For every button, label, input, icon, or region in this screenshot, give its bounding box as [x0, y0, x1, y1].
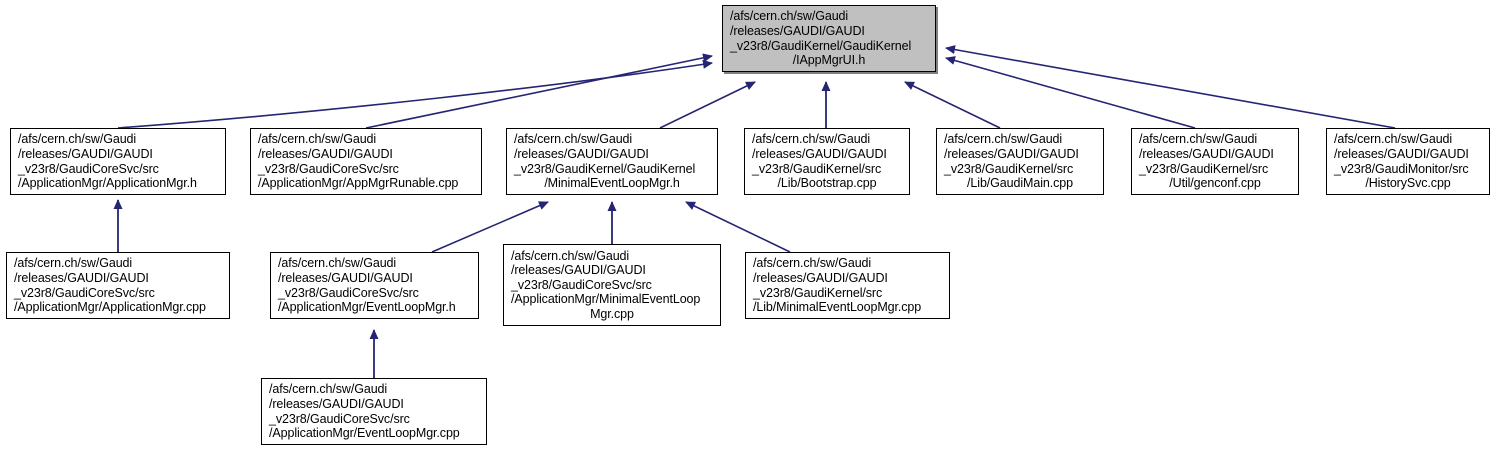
node-text-line: _v23r8/GaudiKernel/GaudiKernel: [514, 161, 696, 176]
node-text-line: /releases/GAUDI/GAUDI: [1139, 146, 1274, 161]
node-minimaleventloopmgr-cpp-kernel[interactable]: /afs/cern.ch/sw/Gaudi /releases/GAUDI/GA…: [745, 252, 950, 319]
node-text-line: /ApplicationMgr/ApplicationMgr.cpp: [14, 300, 206, 315]
node-text-line: /Lib/Bootstrap.cpp: [777, 176, 877, 191]
node-applicationmgr-h[interactable]: /afs/cern.ch/sw/Gaudi /releases/GAUDI/GA…: [10, 128, 226, 195]
node-text-line: /releases/GAUDI/GAUDI: [944, 146, 1079, 161]
node-text-line: _v23r8/GaudiKernel/src: [753, 285, 883, 300]
node-text-line: _v23r8/GaudiCoreSvc/src: [269, 411, 410, 426]
node-text-line: /afs/cern.ch/sw/Gaudi: [278, 256, 397, 271]
node-text-line: /afs/cern.ch/sw/Gaudi: [1139, 132, 1258, 147]
edge-gaudimain-cpp-to-iappmgrui-h: [904, 81, 1001, 129]
node-text-line: /afs/cern.ch/sw/Gaudi: [753, 256, 872, 271]
node-text-line: _v23r8/GaudiKernel/GaudiKernel: [730, 38, 912, 53]
node-text-line: /releases/GAUDI/GAUDI: [1334, 146, 1469, 161]
node-text-line: /Lib/MinimalEventLoopMgr.cpp: [753, 300, 922, 315]
node-text-line: /ApplicationMgr/EventLoopMgr.h: [278, 300, 456, 315]
edge-minimaleventloopmgr-h-to-iappmgrui-h: [659, 81, 756, 129]
node-text-line: /afs/cern.ch/sw/Gaudi: [730, 9, 849, 24]
node-text-line: /Lib/GaudiMain.cpp: [967, 176, 1073, 191]
node-text-line: /releases/GAUDI/GAUDI: [753, 270, 888, 285]
node-applicationmgr-cpp[interactable]: /afs/cern.ch/sw/Gaudi /releases/GAUDI/GA…: [6, 252, 230, 319]
edge-genconf-cpp-to-iappmgrui-h: [945, 56, 1196, 129]
node-text-line: /ApplicationMgr/MinimalEventLoop: [511, 292, 701, 307]
node-text-line: _v23r8/GaudiCoreSvc/src: [18, 161, 159, 176]
node-text-line: /MinimalEventLoopMgr.h: [544, 176, 680, 191]
node-text-line: /afs/cern.ch/sw/Gaudi: [18, 132, 137, 147]
node-text-line: /releases/GAUDI/GAUDI: [278, 270, 413, 285]
node-text-line: /afs/cern.ch/sw/Gaudi: [752, 132, 871, 147]
node-text-line: _v23r8/GaudiCoreSvc/src: [14, 285, 155, 300]
node-appmgrrunable-cpp[interactable]: /afs/cern.ch/sw/Gaudi /releases/GAUDI/GA…: [250, 128, 482, 195]
node-text-line: /ApplicationMgr/EventLoopMgr.cpp: [269, 426, 460, 441]
node-text-line: /Util/genconf.cpp: [1169, 176, 1261, 191]
node-text-line: /releases/GAUDI/GAUDI: [730, 23, 865, 38]
node-text-line: /afs/cern.ch/sw/Gaudi: [511, 248, 630, 263]
node-bootstrap-cpp[interactable]: /afs/cern.ch/sw/Gaudi /releases/GAUDI/GA…: [744, 128, 910, 195]
node-historysvc-cpp[interactable]: /afs/cern.ch/sw/Gaudi /releases/GAUDI/GA…: [1326, 128, 1490, 195]
node-text-line: /IAppMgrUI.h: [792, 53, 866, 68]
node-text-line: /afs/cern.ch/sw/Gaudi: [944, 132, 1063, 147]
node-text-line: _v23r8/GaudiCoreSvc/src: [278, 285, 419, 300]
node-text-line: /releases/GAUDI/GAUDI: [18, 146, 153, 161]
node-text-line: /releases/GAUDI/GAUDI: [269, 396, 404, 411]
node-text-line: /releases/GAUDI/GAUDI: [752, 146, 887, 161]
node-iappmgrui-h[interactable]: /afs/cern.ch/sw/Gaudi /releases/GAUDI/GA…: [722, 5, 936, 72]
node-text-line: _v23r8/GaudiCoreSvc/src: [258, 161, 399, 176]
node-text-line: _v23r8/GaudiMonitor/src: [1334, 161, 1469, 176]
node-text-line: /afs/cern.ch/sw/Gaudi: [1334, 132, 1453, 147]
node-text-line: _v23r8/GaudiCoreSvc/src: [511, 277, 652, 292]
node-eventloopmgr-h[interactable]: /afs/cern.ch/sw/Gaudi /releases/GAUDI/GA…: [270, 252, 479, 319]
node-text-line: /ApplicationMgr/AppMgrRunable.cpp: [258, 176, 459, 191]
node-text-line: /afs/cern.ch/sw/Gaudi: [514, 132, 633, 147]
node-text-line: _v23r8/GaudiKernel/src: [752, 161, 882, 176]
node-text-line: /ApplicationMgr/ApplicationMgr.h: [18, 176, 197, 191]
node-text-line: /afs/cern.ch/sw/Gaudi: [258, 132, 377, 147]
node-text-line: /releases/GAUDI/GAUDI: [258, 146, 393, 161]
node-text-line: /releases/GAUDI/GAUDI: [514, 146, 649, 161]
node-gaudimain-cpp[interactable]: /afs/cern.ch/sw/Gaudi /releases/GAUDI/GA…: [936, 128, 1104, 195]
node-text-line: _v23r8/GaudiKernel/src: [1139, 161, 1269, 176]
node-text-line: /afs/cern.ch/sw/Gaudi: [14, 256, 133, 271]
node-minimaleventloopmgr-h[interactable]: /afs/cern.ch/sw/Gaudi /releases/GAUDI/GA…: [506, 128, 718, 195]
node-minimaleventloopmgr-cpp-core[interactable]: /afs/cern.ch/sw/Gaudi /releases/GAUDI/GA…: [503, 244, 721, 326]
edge-applicationmgr-h-to-iappmgrui-h: [117, 59, 713, 129]
node-text-line: /releases/GAUDI/GAUDI: [511, 263, 646, 278]
node-text-line: _v23r8/GaudiKernel/src: [944, 161, 1074, 176]
node-text-line: /HistorySvc.cpp: [1365, 176, 1451, 191]
node-text-line: Mgr.cpp: [590, 306, 634, 321]
node-eventloopmgr-cpp[interactable]: /afs/cern.ch/sw/Gaudi /releases/GAUDI/GA…: [261, 378, 487, 445]
edge-historysvc-cpp-to-iappmgrui-h: [945, 45, 1396, 129]
edge-appmgrrunable-cpp-to-iappmgrui-h: [365, 53, 713, 129]
node-text-line: /afs/cern.ch/sw/Gaudi: [269, 382, 388, 397]
node-genconf-cpp[interactable]: /afs/cern.ch/sw/Gaudi /releases/GAUDI/GA…: [1131, 128, 1299, 195]
node-text-line: /releases/GAUDI/GAUDI: [14, 270, 149, 285]
